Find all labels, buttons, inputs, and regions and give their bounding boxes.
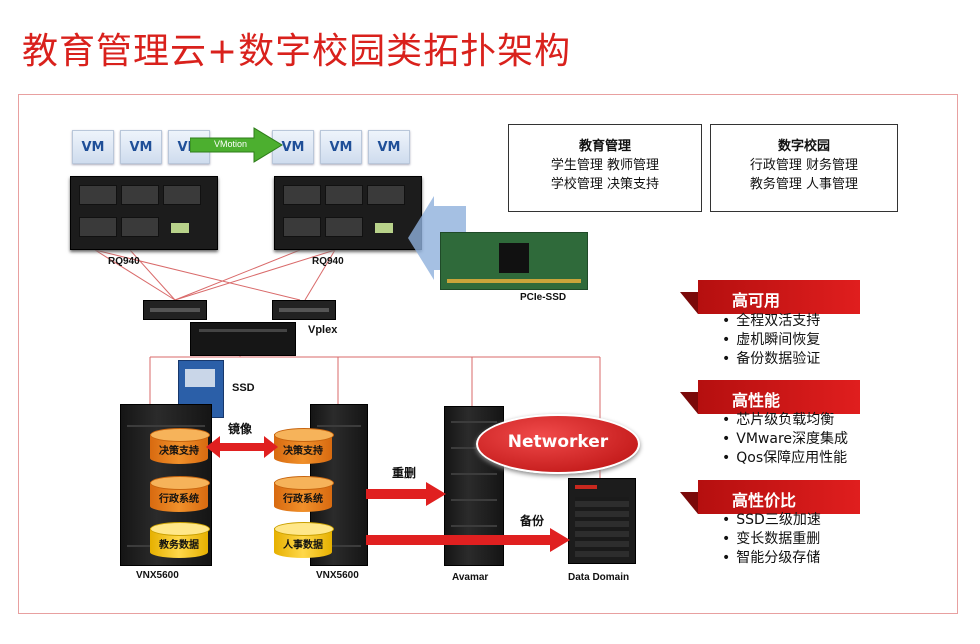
networker-label: Networker xyxy=(507,432,609,452)
feature-item: 全程双活支持 xyxy=(722,312,820,331)
vm-icon: VM xyxy=(120,130,162,164)
switch-left xyxy=(143,300,207,320)
dedup-arrow xyxy=(366,482,446,506)
box-line: 学生管理 教师管理 xyxy=(550,158,660,173)
feature-item: SSD三级加速 xyxy=(722,511,821,530)
disk-cylinder: 教务数据 xyxy=(150,522,210,560)
vm-icon: VM xyxy=(368,130,410,164)
mirror-arrow xyxy=(206,436,278,458)
backup-arrow xyxy=(366,528,570,552)
feature-item: VMware深度集成 xyxy=(722,430,848,449)
feature-list: SSD三级加速 变长数据重删 智能分级存储 xyxy=(722,511,821,568)
feature-item: 备份数据验证 xyxy=(722,350,820,369)
pcie-ssd-card-icon xyxy=(440,232,588,290)
storage-label: VNX5600 xyxy=(136,570,179,581)
pcie-label: PCIe-SSD xyxy=(520,292,567,303)
feature-item: 智能分级存储 xyxy=(722,549,821,568)
feature-banner: 高性价比 xyxy=(680,480,860,514)
vm-icon: VM xyxy=(72,130,114,164)
feature-list: 全程双活支持 虚机瞬间恢复 备份数据验证 xyxy=(722,312,820,369)
storage-label: VNX5600 xyxy=(316,570,359,581)
edu-management-box: 教育管理 学生管理 教师管理 学校管理 决策支持 xyxy=(508,124,702,212)
server-right xyxy=(274,176,422,250)
disk-cylinder: 行政系统 xyxy=(150,476,210,514)
digital-campus-box: 数字校园 行政管理 财务管理 教务管理 人事管理 xyxy=(710,124,898,212)
avamar-label: Avamar xyxy=(452,572,489,583)
mirror-label: 镜像 xyxy=(228,422,253,436)
box-heading: 数字校园 xyxy=(777,139,830,154)
box-heading: 教育管理 xyxy=(578,139,631,154)
server-left xyxy=(70,176,218,250)
feature-item: 虚机瞬间恢复 xyxy=(722,331,820,350)
disk-cylinder: 决策支持 xyxy=(150,428,210,466)
page-title: 教育管理云+数字校园类拓扑架构 xyxy=(22,31,572,72)
disk-cylinder: 决策支持 xyxy=(274,428,334,466)
feature-list: 芯片级负载均衡 VMware深度集成 Qos保障应用性能 xyxy=(722,411,848,468)
backup-label: 备份 xyxy=(520,514,545,528)
vplex-label: Vplex xyxy=(308,324,338,336)
server-label: RQ940 xyxy=(108,256,140,267)
data-domain-label: Data Domain xyxy=(568,572,630,583)
ssd-label: SSD xyxy=(232,382,255,394)
feature-item: 芯片级负载均衡 xyxy=(722,411,848,430)
disk-cylinder: 行政系统 xyxy=(274,476,334,514)
vmotion-label: VMotion xyxy=(214,139,248,149)
feature-banner: 高可用 xyxy=(680,280,860,314)
box-line: 行政管理 财务管理 xyxy=(749,158,859,173)
feature-item: 变长数据重删 xyxy=(722,530,821,549)
server-label: RQ940 xyxy=(312,256,344,267)
feature-item: Qos保障应用性能 xyxy=(722,449,848,468)
box-line: 教务管理 人事管理 xyxy=(749,177,859,192)
switch-right xyxy=(272,300,336,320)
diagram-frame xyxy=(18,94,958,614)
vm-icon: VM xyxy=(320,130,362,164)
dedup-label: 重删 xyxy=(392,466,417,480)
disk-cylinder: 人事数据 xyxy=(274,522,334,560)
box-line: 学校管理 决策支持 xyxy=(550,177,660,192)
vmotion-arrow xyxy=(190,127,283,163)
data-domain-appliance-icon xyxy=(568,478,636,564)
networker-badge xyxy=(476,414,640,474)
vplex-appliance-icon xyxy=(190,322,296,356)
feature-banner: 高性能 xyxy=(680,380,860,414)
